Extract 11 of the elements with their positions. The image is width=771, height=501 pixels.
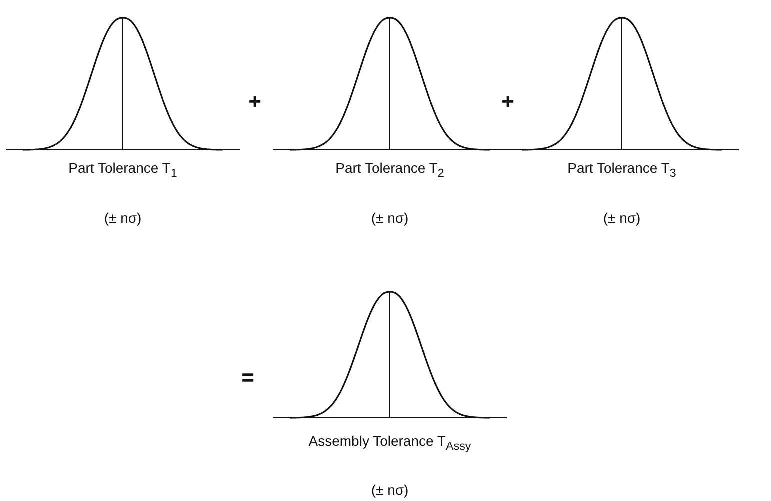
axis-label: Part Tolerance T$_{3}$ — [568, 160, 676, 180]
equals-sign: = — [242, 365, 254, 391]
spread-note: (± nσ) — [371, 482, 409, 498]
spread-note: (± nσ) — [104, 210, 142, 226]
plus-sign: + — [248, 89, 262, 115]
plus-sign: + — [502, 89, 514, 115]
axis-label: Part Tolerance T$_{2}$ — [336, 160, 444, 180]
axis-label: Assembly Tolerance T$_{Assy}$ — [308, 433, 472, 453]
axis-label: Part Tolerance T$_{1}$ — [68, 160, 178, 180]
spread-note: (± nσ) — [603, 210, 641, 226]
spread-note: (± nσ) — [371, 210, 409, 226]
